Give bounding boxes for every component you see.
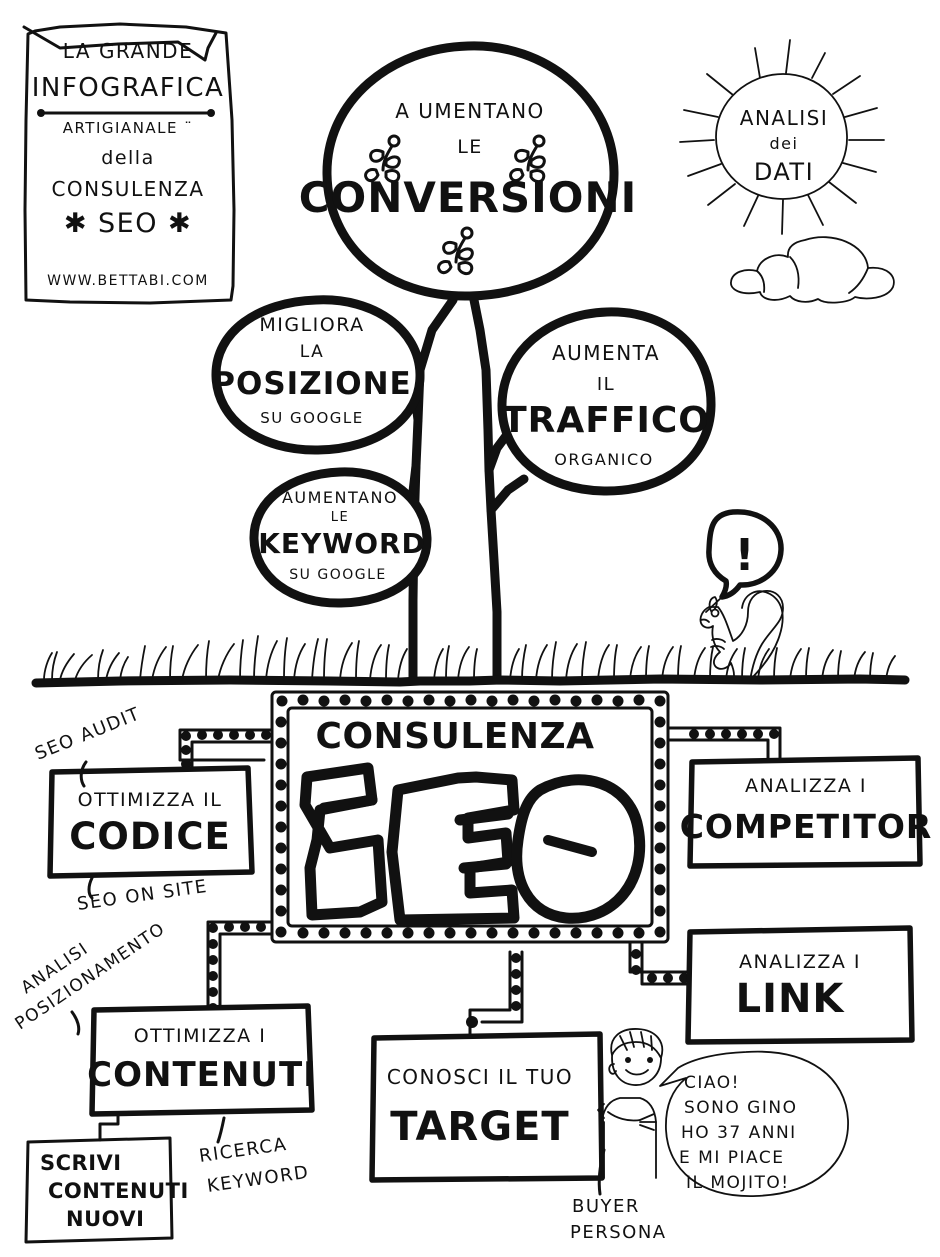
balloon-conversioni-small-top: A UMENTANO	[395, 99, 545, 123]
seo-logo	[299, 762, 646, 926]
link-big: LINK	[736, 976, 846, 1022]
persona-speech-bubble: CIAO! SONO GINO HO 37 ANNI E MI PIACE IL…	[659, 1050, 849, 1197]
balloon-conversioni-small-mid: LE	[457, 136, 483, 158]
cloud	[730, 236, 895, 304]
sprout-icon	[437, 226, 474, 276]
title-url: WWW.BETTABI.COM	[47, 273, 209, 289]
sun-line-2: dei	[770, 134, 799, 153]
box-scrivi-contenuti-nuovi: SCRIVI CONTENUTI NUOVI	[24, 1112, 189, 1244]
codice-big: CODICE	[69, 815, 231, 858]
balloon-keyword-big: KEYWORD	[258, 527, 426, 560]
codice-small: OTTIMIZZA IL	[78, 789, 223, 811]
balloon-traffico-small-mid: IL	[597, 374, 615, 395]
balloon-conversioni-big: CONVERSIONI	[299, 173, 638, 222]
scrivi-line-2: CONTENUTI	[48, 1179, 189, 1203]
box-ottimizza-codice: OTTIMIZZA IL CODICE	[47, 765, 255, 879]
contenuti-small: OTTIMIZZA I	[134, 1025, 267, 1047]
sun-line-1: ANALISI	[740, 106, 828, 130]
balloon-posizione-small-bottom: SU GOOGLE	[260, 409, 363, 427]
balloon-posizione-big: POSIZIONE	[212, 366, 411, 402]
persona-bubble-line-5: IL MOJITO!	[686, 1173, 790, 1193]
balloon-posizione-small-top: MIGLIORA	[259, 314, 364, 336]
contenuti-big: CONTENUTI	[87, 1055, 317, 1095]
title-line-6: ✱ SEO ✱	[64, 208, 192, 239]
persona-bubble-line-1: CIAO!	[684, 1073, 740, 1093]
annotation-ricerca-line-1: RICERCA	[198, 1134, 289, 1167]
target-small: CONOSCI IL TUO	[387, 1065, 573, 1089]
persona-bubble-line-2: SONO GINO	[684, 1098, 797, 1118]
annotation-ricerca-keyword: RICERCA KEYWORD	[198, 1116, 311, 1197]
title-line-2: INFOGRAFICA	[32, 73, 225, 103]
box-dot-border	[275, 694, 666, 939]
annotation-buyer-persona: BUYER PERSONA	[570, 1148, 667, 1243]
balloon-posizione: MIGLIORA LA POSIZIONE SU GOOGLE	[211, 295, 425, 455]
grass-blades	[43, 635, 896, 681]
annotation-ricerca-line-2: KEYWORD	[206, 1162, 311, 1197]
scrivi-line-3: NUOVI	[66, 1207, 144, 1231]
link-small: ANALIZZA I	[739, 951, 861, 973]
competitor-big: COMPETITOR	[680, 807, 933, 846]
annotation-buyer-line-1: BUYER	[572, 1196, 640, 1217]
title-line-5: CONSULENZA	[51, 177, 204, 201]
annotation-buyer-line-2: PERSONA	[570, 1222, 667, 1243]
connector-dots	[181, 729, 779, 1028]
balloon-posizione-small-mid: LA	[300, 342, 325, 362]
sun-rays	[679, 39, 885, 235]
competitor-small: ANALIZZA I	[745, 775, 867, 797]
squirrel-bubble-text: !	[734, 530, 755, 581]
target-big: TARGET	[390, 1104, 569, 1150]
balloon-keyword-small-bottom: SU GOOGLE	[289, 567, 386, 583]
balloon-traffico: AUMENTA IL TRAFFICO ORGANICO	[497, 307, 716, 496]
title-line-3: ARTIGIANALE ¨	[63, 119, 194, 137]
balloon-traffico-small-top: AUMENTA	[552, 341, 660, 365]
persona-bubble-line-4: E MI PIACE	[679, 1148, 784, 1168]
ground-line	[31, 635, 910, 688]
dotted-root-connectors	[178, 726, 782, 1040]
balloon-keyword-small-top: AUMENTANO	[282, 488, 398, 507]
balloon-traffico-big: TRAFFICO	[502, 400, 710, 441]
title-card: LA GRANDE INFOGRAFICA ARTIGIANALE ¨ dell…	[22, 22, 236, 305]
title-line-4: della	[101, 147, 154, 169]
consulenza-seo-box: CONSULENZA	[270, 690, 670, 944]
annotation-seo-on-site: SEO ON SITE	[76, 876, 209, 915]
balloon-traffico-small-bottom: ORGANICO	[554, 450, 654, 469]
balloon-keyword-small-mid: LE	[331, 510, 349, 525]
balloon-conversioni: A UMENTANO LE CONVERSIONI	[299, 41, 638, 301]
box-ottimizza-contenuti: OTTIMIZZA I CONTENUTI	[87, 1003, 317, 1117]
persona-bubble-line-3: HO 37 ANNI	[681, 1123, 797, 1143]
sprout-icon	[364, 134, 401, 184]
box-analizza-competitor: ANALIZZA I COMPETITOR	[680, 755, 933, 869]
title-line-1: LA GRANDE	[63, 39, 193, 63]
box-conosci-target: CONOSCI IL TUO TARGET	[369, 1031, 605, 1183]
buyer-persona-character	[597, 1028, 664, 1179]
box-analizza-link: ANALIZZA I LINK	[685, 925, 915, 1045]
squirrel: !	[699, 509, 784, 682]
annotation-seo-on-site-text: SEO ON SITE	[76, 876, 209, 915]
annotation-seo-audit-text: SEO AUDIT	[32, 703, 144, 764]
balloon-keyword: AUMENTANO LE KEYWORD SU GOOGLE	[249, 467, 432, 608]
sun-line-3: DATI	[754, 158, 814, 186]
sprout-icon	[509, 134, 546, 184]
scrivi-line-1: SCRIVI	[40, 1151, 122, 1175]
core-heading: CONSULENZA	[316, 716, 595, 757]
sun-analisi-dati: ANALISI dei DATI	[679, 39, 885, 235]
